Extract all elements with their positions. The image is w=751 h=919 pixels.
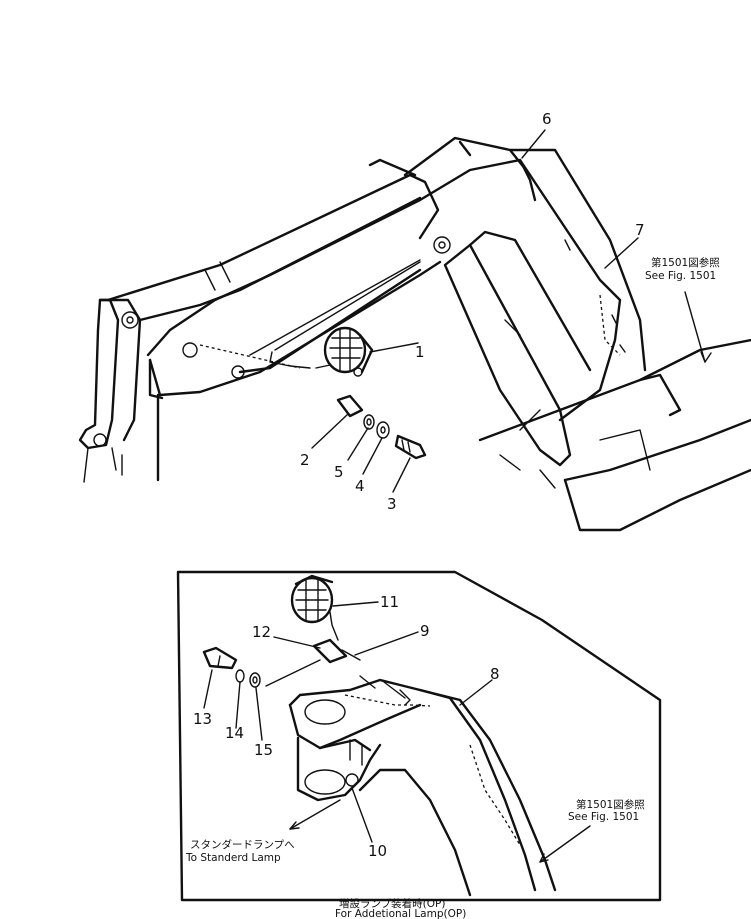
washer-4 (376, 421, 390, 439)
inset-bracket (312, 638, 361, 664)
inset-washer-14 (235, 669, 245, 683)
inset-lamp (290, 574, 339, 641)
reference-jp-upper: 第1501図参照 (651, 256, 720, 269)
callout-8: 8 (490, 665, 500, 683)
inset-washer-15 (249, 672, 261, 688)
reference-en-lower: See Fig. 1501 (568, 811, 639, 823)
boom-assembly (78, 136, 751, 532)
callout-2: 2 (300, 451, 310, 469)
washer-5 (363, 414, 375, 430)
work-lamp (315, 326, 374, 377)
inset-mount-line (265, 659, 321, 687)
bolt-3 (394, 434, 427, 460)
callout-6: 6 (542, 110, 552, 128)
inset-leaders (203, 601, 591, 863)
upper-leaders (311, 129, 712, 493)
callout-11: 11 (380, 593, 399, 611)
lamp-bracket (336, 394, 364, 418)
callout-12: 12 (252, 623, 271, 641)
callout-3: 3 (387, 495, 397, 513)
callout-13: 13 (193, 710, 212, 728)
inset-caption-en: For Addetional Lamp(OP) (335, 908, 466, 919)
inset-boom (288, 675, 557, 897)
standard-lamp-jp: スタンダードランプへ (190, 838, 295, 851)
callout-10: 10 (368, 842, 387, 860)
reference-en-upper: See Fig. 1501 (645, 270, 716, 282)
callout-5: 5 (334, 463, 344, 481)
callout-1: 1 (415, 343, 425, 361)
inset-bolt (202, 646, 238, 670)
callout-14: 14 (225, 724, 244, 742)
standard-lamp-en: To Standerd Lamp (185, 852, 281, 864)
callout-4: 4 (355, 477, 365, 495)
callout-15: 15 (254, 741, 273, 759)
callout-9: 9 (420, 622, 430, 640)
reference-jp-lower: 第1501図参照 (576, 798, 645, 811)
callout-7: 7 (635, 221, 645, 239)
inset-caption-jp: 増設ランプ装着時(OP) (339, 897, 445, 910)
inset-frame (176, 570, 662, 902)
